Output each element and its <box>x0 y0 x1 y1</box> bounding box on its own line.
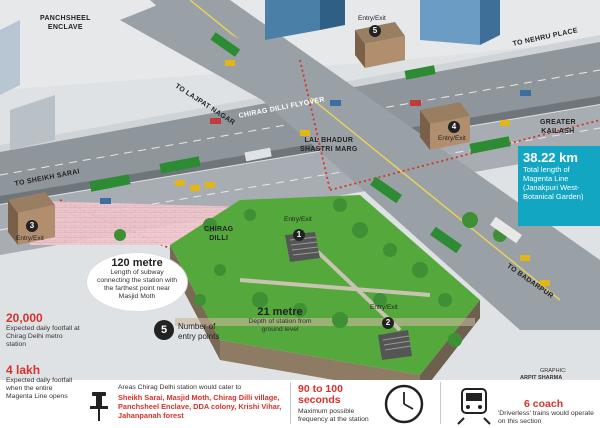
subway-length-callout: 120 metre Length of subway connecting th… <box>86 252 188 312</box>
frequency-value: 90 to 100 seconds <box>298 383 343 406</box>
entry-exit-1-badge: 1 <box>293 229 305 241</box>
areas-list: Sheikh Sarai, Masjid Moth, Chirag Dilli … <box>118 393 282 420</box>
label-greater-kailash: GREATER KAILASH <box>540 119 576 135</box>
depth-text: Depth of station from ground level <box>248 318 312 333</box>
graphic-credit-name: ARPIT SHARMA <box>520 375 563 381</box>
entry-exit-1-label: Entry/Exit <box>284 216 312 223</box>
entry-points-badge <box>154 320 174 340</box>
clock-icon <box>384 384 424 424</box>
entry-exit-3-badge: 3 <box>26 220 38 232</box>
entry-exit-4-label: Entry/Exit <box>438 135 466 142</box>
entry-exit-3-label: Entry/Exit <box>16 235 44 242</box>
entry-exit-5-badge: 5 <box>369 25 381 37</box>
entry-points-number: 5 <box>160 324 168 336</box>
magenta-length-value: 38.22 km <box>523 150 578 165</box>
entry-exit-5-label: Entry/Exit <box>358 15 386 22</box>
entry-exit-4-badge: 4 <box>448 121 460 133</box>
lakh-text: Expected daily footfall when the entire … <box>6 377 73 401</box>
entry-exit-2-label: Entry/Exit <box>370 304 398 311</box>
entry-structures <box>8 22 470 360</box>
magenta-line-info: 38.22 km Total length of Magenta Line (J… <box>518 146 600 226</box>
coach-text: 'Driverless' trains would operate on thi… <box>498 410 594 426</box>
buses <box>89 32 522 254</box>
depth-value: 21 metre <box>257 306 303 318</box>
subway-length-value: 120 metre <box>111 257 163 269</box>
divider <box>290 382 291 424</box>
footfall-text: Expected daily footfall at Chirag Delhi … <box>6 325 80 349</box>
divider <box>440 382 441 424</box>
magenta-length-text: Total length of Magenta Line (Janakpuri … <box>523 165 584 201</box>
entry-exit-2-badge: 2 <box>382 317 394 329</box>
subway-length-text: Length of subway connecting the station … <box>96 269 178 300</box>
footfall-value: 20,000 <box>6 311 43 325</box>
vehicles <box>175 60 550 286</box>
trees <box>114 198 507 347</box>
label-panchsheel: PANCHSHEEL ENCLAVE <box>40 15 91 31</box>
lakh-value: 4 lakh <box>6 363 41 377</box>
train-icon <box>457 388 491 425</box>
buildings <box>0 0 500 150</box>
label-lbs-marg: LAL BHADUR SHASTRI MARG <box>300 137 358 153</box>
graphic-credit-label: GRAPHIC: <box>540 368 567 374</box>
cars <box>100 90 531 204</box>
frequency-text: Maximum possible frequency at the statio… <box>298 408 369 424</box>
entry-points-text: Number of entry points <box>178 322 220 341</box>
areas-intro: Areas Chirag Delhi station would cater t… <box>118 384 242 391</box>
pin-icon <box>90 392 108 421</box>
depth-callout: 21 metre Depth of station from ground le… <box>240 306 320 334</box>
label-chirag-dilli: CHIRAG DILLI <box>204 226 234 242</box>
coach-value: 6 coach <box>524 398 564 410</box>
